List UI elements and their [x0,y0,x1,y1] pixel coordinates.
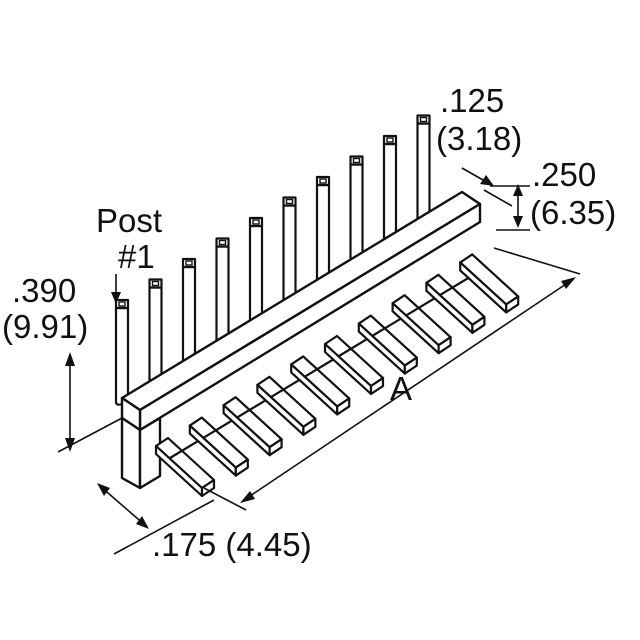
dim-125-arrow [480,175,494,186]
horizontal-pin [391,294,452,355]
horizontal-pin [357,314,418,375]
dimension-lines [57,167,581,555]
dim-175-arrow-a [97,483,110,496]
dim-390-arrow-top [65,352,75,366]
dim-175-label: .175 (4.45) [152,526,312,563]
housing-foot [120,416,142,490]
dim-250-arrow-top [513,184,523,196]
dim-125-mm-label: (3.18) [436,120,522,157]
post-arrow-head [111,292,121,304]
dim-390-mm-label: (9.91) [2,308,88,345]
vertical-post [282,196,303,305]
vertical-post [114,298,136,406]
dim-250-mm-label: (6.35) [530,194,616,231]
horizontal-pin [222,396,283,457]
dim-125-inch-label: .125 [440,82,504,119]
dim-a-arrow-end [561,277,576,289]
vertical-post [181,257,203,366]
horizontal-pin [323,334,385,396]
horizontal-pin [256,375,317,436]
post-label: Post [96,202,162,239]
labels: Post #1 .390 (9.91) .125 (3.18) .250 (6.… [2,82,616,563]
housing-foot-front [138,416,162,490]
housing [120,190,482,490]
dim-a-line [243,279,573,501]
dim-175-line [99,485,147,527]
dim-175-ext [113,499,215,555]
dim-a-ext-left [203,487,247,511]
dim-250-arrow-bottom [513,216,523,228]
dim-390-inch-label: .390 [12,272,76,309]
vertical-post [382,134,404,244]
horizontal-pin [290,355,351,416]
horizontal-pin [188,416,249,477]
dim-125-line-b [483,189,513,207]
vertical-post [148,278,169,386]
horizontal-pin [425,273,486,334]
dim-a-arrow-start [240,491,255,503]
vertical-post [248,216,270,325]
vertical-post [349,155,370,264]
post-number-label: #1 [118,238,155,275]
dim-175-arrow-b [136,516,149,529]
dim-a-ext-right [493,247,581,275]
vertical-post [416,114,437,224]
vertical-post [215,237,236,345]
horizontal-pin [154,436,216,498]
horizontal-pins [154,253,520,498]
dim-250-inch-label: .250 [532,156,596,193]
vertical-post [315,175,337,284]
horizontal-pin [459,253,520,314]
dim-a-label: A [390,370,412,407]
dim-390-ext [57,417,123,453]
